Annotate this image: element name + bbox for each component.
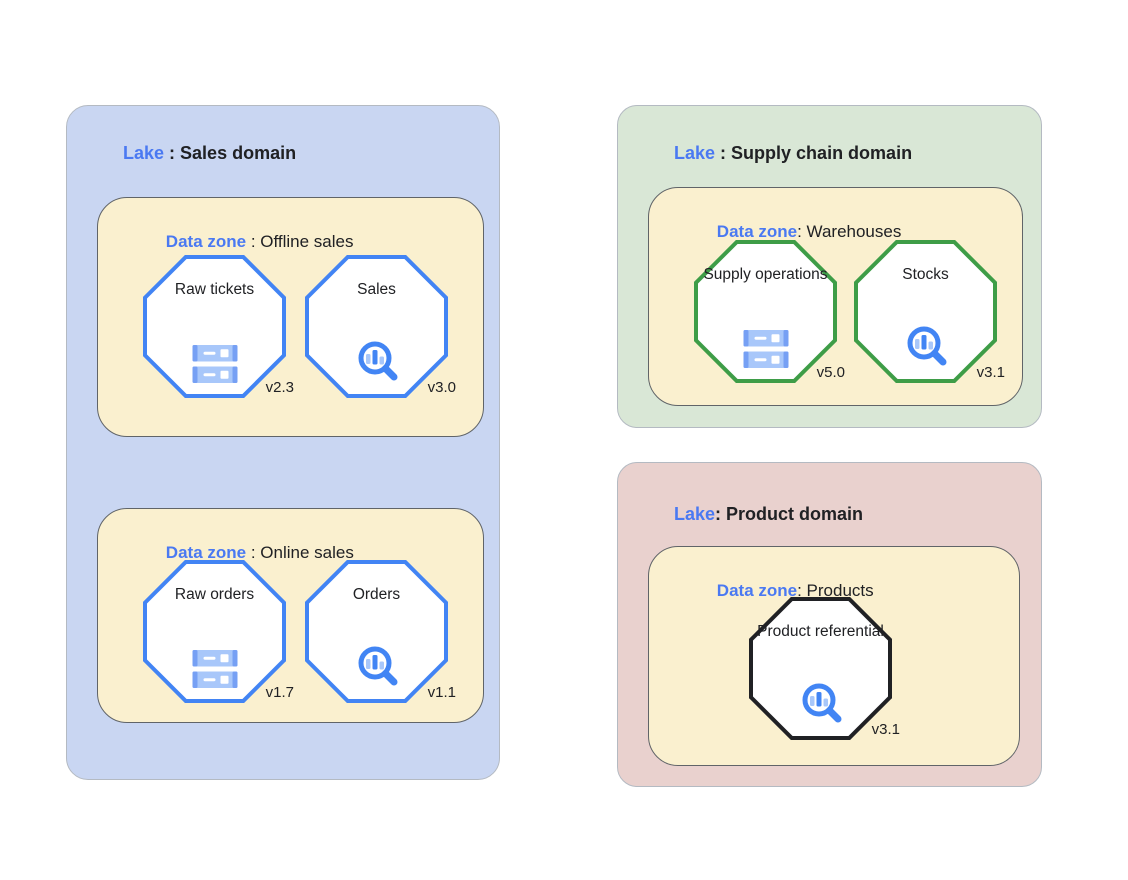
search-chart-icon <box>907 326 946 366</box>
lake-label: Lake <box>674 504 716 524</box>
data-zone-title: Data zone : Offline sales <box>128 212 354 272</box>
entity-orders: Orders v1.1 <box>305 560 456 703</box>
lake-product-domain: Lake: Product domain Data zone: Products… <box>617 462 1042 787</box>
lake-supply-chain-domain: Lake : Supply chain domain Data zone: Wa… <box>617 105 1042 428</box>
data-zone-title: Data zone: Products <box>679 561 874 621</box>
entity-label: Orders <box>352 586 401 603</box>
lake-label: Lake <box>123 143 165 163</box>
data-zone-offline-sales: Data zone : Offline sales Raw tickets <box>97 197 484 437</box>
entity-label: Stocks <box>902 266 949 283</box>
entity-label: Product referential <box>757 623 884 640</box>
data-zone-name: : Online sales <box>246 543 354 562</box>
version-badge: v3.1 <box>871 721 900 738</box>
search-chart-icon <box>358 646 397 686</box>
data-zone-label: Data zone <box>165 543 247 562</box>
lake-sales-domain: Lake : Sales domain Data zone : Offline … <box>66 105 500 780</box>
data-zone-label: Data zone <box>716 222 798 241</box>
lake-title: Lake : Supply chain domain <box>644 122 912 185</box>
data-zone-title: Data zone: Warehouses <box>679 202 902 262</box>
lake-title: Lake: Product domain <box>644 483 863 546</box>
lake-title: Lake : Sales domain <box>93 122 296 185</box>
entity-stocks: Stocks v3.1 <box>854 240 1005 383</box>
search-chart-icon <box>802 683 841 723</box>
lake-name: : Supply chain domain <box>715 143 913 163</box>
data-zone-label: Data zone <box>165 232 247 251</box>
entity-label: Raw tickets <box>174 281 255 298</box>
lake-name: : Product domain <box>715 504 864 524</box>
entity-supply-operations: Supply operations v5.0 <box>694 240 845 383</box>
entity-raw-orders: Raw orders v1.7 <box>143 560 294 703</box>
version-badge: v3.1 <box>976 364 1005 381</box>
storage-icon <box>192 650 237 688</box>
version-badge: v2.3 <box>265 379 294 396</box>
data-zone-label: Data zone <box>716 581 798 600</box>
search-chart-icon <box>358 341 397 381</box>
storage-icon <box>743 330 788 368</box>
data-zone-products: Data zone: Products Product referential … <box>648 546 1020 766</box>
version-badge: v3.0 <box>427 379 456 396</box>
version-badge: v5.0 <box>816 364 845 381</box>
lake-label: Lake <box>674 143 716 163</box>
entity-label: Raw orders <box>174 586 255 603</box>
version-badge: v1.1 <box>427 684 456 701</box>
entity-sales: Sales v3.0 <box>305 255 456 398</box>
version-badge: v1.7 <box>265 684 294 701</box>
entity-raw-tickets: Raw tickets v2.3 <box>143 255 294 398</box>
data-zone-title: Data zone : Online sales <box>128 523 354 583</box>
data-zone-online-sales: Data zone : Online sales Raw orders <box>97 508 484 723</box>
entity-label: Sales <box>357 281 396 298</box>
entity-label: Supply operations <box>703 266 828 283</box>
data-zone-name: : Warehouses <box>797 222 902 241</box>
storage-icon <box>192 345 237 383</box>
data-zone-warehouses: Data zone: Warehouses Supply operations <box>648 187 1023 406</box>
data-zone-name: : Offline sales <box>246 232 354 251</box>
lake-name: : Sales domain <box>164 143 297 163</box>
data-zone-name: : Products <box>797 581 874 600</box>
entity-product-referential: Product referential v3.1 <box>749 597 900 740</box>
